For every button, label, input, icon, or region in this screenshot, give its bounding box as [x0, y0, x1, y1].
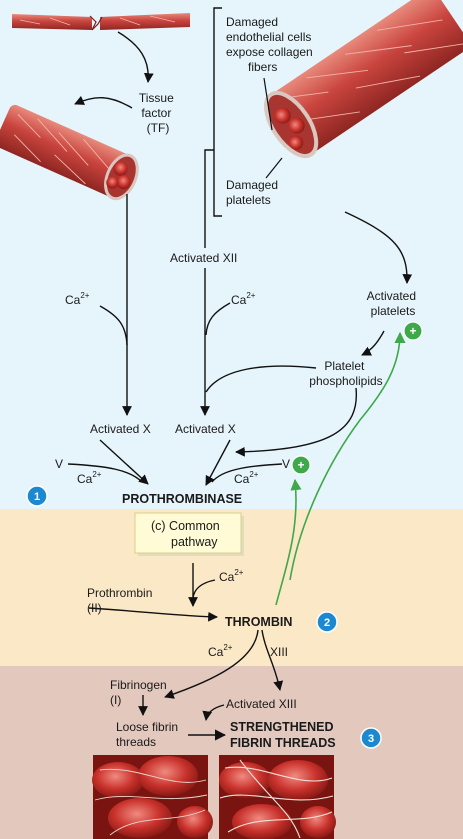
- calcium-label-v-left: Ca2+: [77, 470, 102, 486]
- fibrinogen-label: Fibrinogen (I): [110, 678, 170, 707]
- arrow-thrombin-to-xiii: [261, 629, 284, 691]
- calcium-label-left: Ca2+: [65, 291, 90, 307]
- arrow-v-left-to-prothrombinase: [67, 463, 143, 483]
- svg-text:+: +: [297, 458, 304, 472]
- common-pathway-box: (c) Common pathway: [134, 512, 244, 556]
- calcium-label-mid: Ca2+: [231, 291, 256, 307]
- ruptured-vessel-illustration: [12, 13, 190, 31]
- arrow-rupture-to-tf: [117, 31, 154, 83]
- svg-text:1: 1: [34, 491, 40, 503]
- calcium-label-v-right: Ca2+: [234, 470, 259, 486]
- calcium-label-thrombin: Ca2+: [208, 643, 233, 659]
- loose-fibrin-micrograph: [92, 755, 213, 839]
- bracket-to-xii: [204, 149, 214, 248]
- arrow-tf-to-vessel: [74, 95, 133, 109]
- activated-xiii-label: Activated XIII: [226, 697, 297, 711]
- arrow-phospholipids-to-prothrombinase: [235, 387, 358, 457]
- ca-join-prothrombin: [192, 579, 216, 599]
- arrow-prothrombin-to-thrombin: [88, 607, 218, 622]
- calcium-label-prothrombin: Ca2+: [219, 568, 244, 584]
- step-badge-1: 1: [26, 485, 48, 507]
- damaged-endothelial-label: Damaged endothelial cells expose collage…: [226, 15, 316, 74]
- activated-xii-label: Activated XII: [170, 251, 237, 265]
- damage-bracket: [213, 7, 222, 217]
- strengthened-fibrin-micrograph: [219, 755, 336, 839]
- thrombin-label: THROMBIN: [225, 615, 292, 629]
- damaged-platelets-label: Damaged platelets: [226, 178, 281, 207]
- arrow-v-right-to-prothrombinase: [211, 463, 283, 483]
- activated-x-right-label: Activated X: [175, 422, 236, 436]
- activated-platelets-label: Activated platelets: [367, 289, 420, 318]
- activated-x-left-label: Activated X: [90, 422, 151, 436]
- phospholipid-join-mid: [205, 365, 317, 393]
- svg-text:3: 3: [368, 733, 374, 745]
- xiii-label: XIII: [270, 645, 288, 659]
- leader-collagen: [263, 77, 273, 131]
- tissue-factor-label: Tissue factor (TF): [139, 91, 177, 135]
- arrow-vessel-to-platelets: [344, 211, 413, 284]
- plus-badge-factor-v: +: [291, 455, 311, 475]
- svg-text:2: 2: [324, 617, 330, 629]
- arrow-thrombin-to-fibrinogen-branch: [164, 629, 259, 699]
- feedback-arrow-to-v: [275, 478, 302, 606]
- platelet-phospholipids-label: Platelet phospholipids: [309, 359, 382, 388]
- leader-platelets: [265, 157, 283, 179]
- arrow-mid-x-to-prothrombinase: [205, 439, 231, 486]
- injured-vessel-illustration: [0, 104, 139, 201]
- step-badge-3: 3: [360, 727, 382, 749]
- factor-v-right-label: V: [282, 457, 290, 471]
- arrow-activated-xiii-join: [202, 704, 225, 721]
- damaged-vessel-illustration: [264, 0, 463, 158]
- prothrombin-label: Prothrombin (II): [87, 586, 156, 615]
- step-badge-2: 2: [316, 611, 338, 633]
- ca-join-mid: [205, 302, 231, 336]
- svg-text:+: +: [409, 324, 416, 338]
- prothrombinase-label: PROTHROMBINASE: [122, 492, 242, 506]
- strengthened-fibrin-label: STRENGTHENED FIBRIN THREADS: [230, 720, 337, 750]
- ca-join-left: [99, 305, 128, 346]
- loose-fibrin-label: Loose fibrin threads: [116, 720, 181, 749]
- factor-v-left-label: V: [55, 457, 63, 471]
- common-pathway-line2: pathway: [171, 535, 218, 549]
- feedback-arrow-to-platelets: [289, 331, 406, 581]
- arrow-platelets-to-phospholipids: [361, 330, 385, 356]
- plus-badge-platelets: +: [403, 321, 423, 341]
- common-pathway-line1: (c) Common: [151, 519, 220, 533]
- arrow-left-x-to-prothrombinase: [99, 439, 149, 485]
